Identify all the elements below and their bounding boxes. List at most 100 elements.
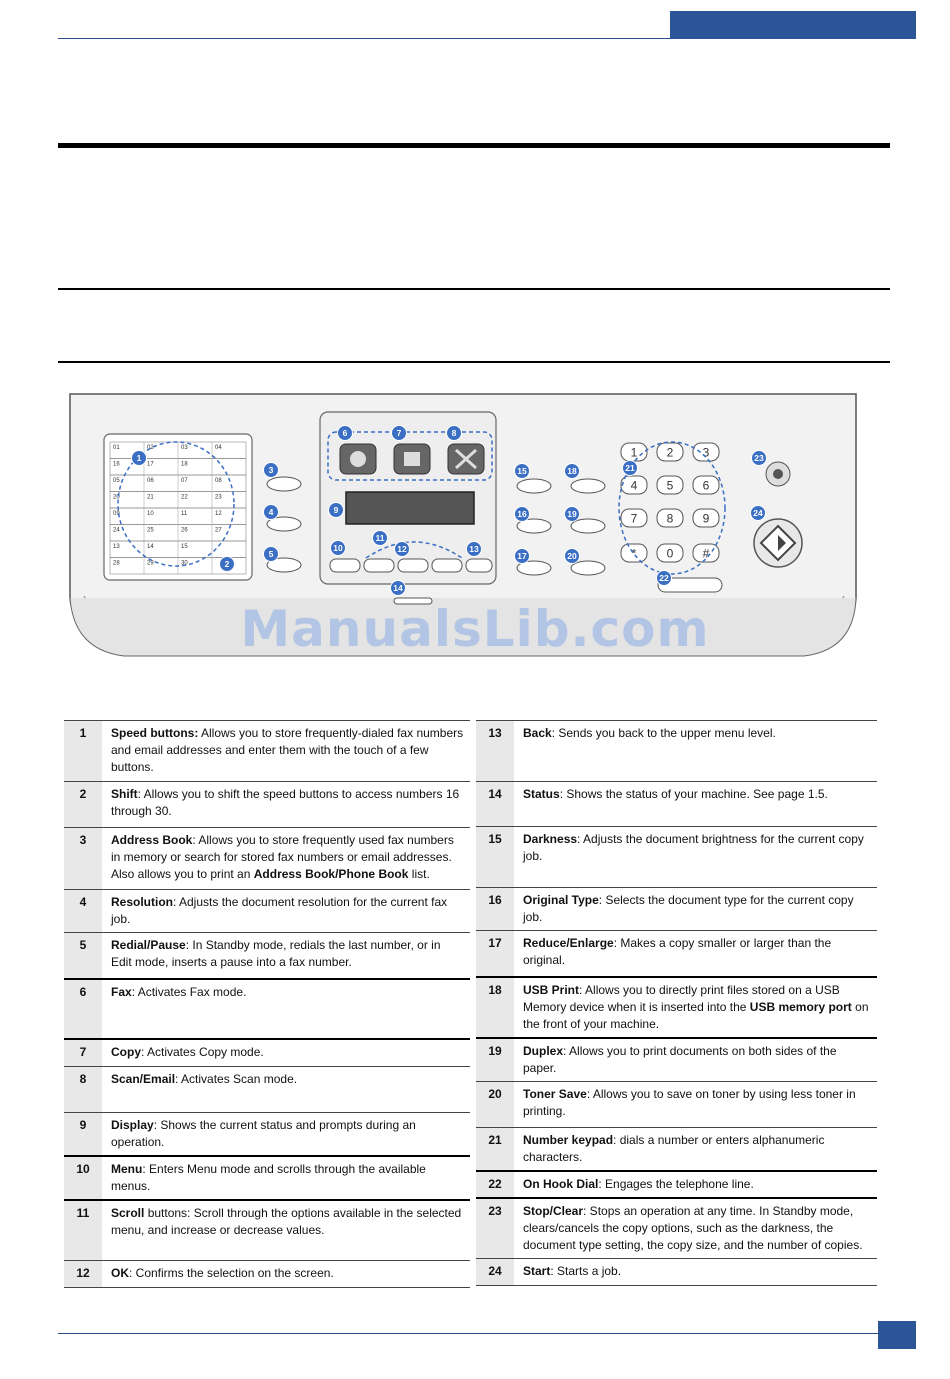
keypad-key-label: 1 <box>631 446 638 460</box>
item-description: Reduce/Enlarge: Makes a copy smaller or … <box>514 931 877 977</box>
callout-marker <box>263 462 279 478</box>
callout-number: 21 <box>625 463 635 473</box>
item-description: Redial/Pause: In Standby mode, redials t… <box>102 933 470 979</box>
speed-button-label: 14 <box>147 544 154 550</box>
speed-button-label: 17 <box>147 462 154 468</box>
item-number: 13 <box>476 720 514 782</box>
item-number: 1 <box>64 720 102 782</box>
callout-marker <box>372 530 388 546</box>
speed-button-label: 25 <box>147 528 154 534</box>
item-number: 17 <box>476 930 514 977</box>
callout-marker <box>622 460 638 476</box>
speed-button-label: 09 <box>113 511 120 517</box>
callout-marker <box>514 548 530 564</box>
callout-marker <box>390 580 406 596</box>
item-number: 21 <box>476 1127 514 1171</box>
item-text: : Activates Copy mode. <box>141 1044 264 1059</box>
scroll-highlight <box>365 541 463 559</box>
keypad-key <box>656 508 684 528</box>
callout-marker <box>219 556 235 572</box>
speed-button-label: 22 <box>181 495 188 501</box>
speed-button-label: 11 <box>181 511 188 517</box>
item-term: On Hook Dial <box>523 1176 599 1191</box>
item-description: Scan/Email: Activates Scan mode. <box>102 1067 470 1113</box>
speed-button-label: 08 <box>215 478 222 484</box>
copy-function-buttons <box>516 478 606 576</box>
item-number: 22 <box>476 1170 514 1198</box>
keypad-key-label: 0 <box>667 547 674 561</box>
item-term: Fax <box>111 984 132 999</box>
callout-number: 6 <box>343 428 348 438</box>
item-term: Original Type <box>523 893 599 907</box>
section-rule-2 <box>58 361 890 363</box>
item-description: Toner Save: Allows you to save on toner … <box>514 1081 877 1127</box>
speed-button-label: 12 <box>215 511 222 517</box>
item-number: 20 <box>476 1081 514 1127</box>
item-number: 8 <box>64 1066 102 1113</box>
item-term: Duplex <box>523 1043 564 1058</box>
callout-marker <box>328 502 344 518</box>
callout-number: 22 <box>659 573 669 583</box>
callout-number: 24 <box>753 508 763 518</box>
item-number: 12 <box>64 1260 102 1287</box>
keypad-key-label: 8 <box>667 512 674 526</box>
item-term: Darkness <box>523 832 578 846</box>
item-term: Toner Save <box>523 1086 587 1101</box>
speed-button-label: 18 <box>181 462 188 468</box>
callout-number: 1 <box>137 453 142 463</box>
callout-marker <box>514 463 530 479</box>
callout-number: 23 <box>754 453 764 463</box>
item-description: Menu: Enters Menu mode and scrolls throu… <box>102 1156 470 1200</box>
callout-number: 11 <box>376 533 385 543</box>
speed-button-label: 13 <box>113 544 120 550</box>
item-text: : Engages the telephone line. <box>598 1176 754 1191</box>
speed-button-label: 29 <box>147 561 154 567</box>
item-number: 24 <box>476 1258 514 1286</box>
keypad-key <box>692 442 720 462</box>
item-term: Scan/Email <box>111 1072 176 1086</box>
lcd-display <box>345 491 475 525</box>
speed-button-label: 04 <box>215 445 222 451</box>
item-description: Copy: Activates Copy mode. <box>102 1039 470 1067</box>
item-number: 16 <box>476 887 514 931</box>
item-description: OK: Confirms the selection on the screen… <box>102 1260 470 1287</box>
description-row: 22 On Hook Dial: Engages the telephone li… <box>476 1170 877 1198</box>
item-text: : Shows the current status and prompts d… <box>111 1118 416 1149</box>
item-text: buttons: Scroll through the options avai… <box>111 1206 462 1237</box>
callout-number: 15 <box>517 466 527 476</box>
item-description: Shift: Allows you to shift the speed but… <box>102 782 470 828</box>
item-description: Darkness: Adjusts the document brightnes… <box>514 827 877 888</box>
item-term: Resolution <box>111 895 173 909</box>
callout-number: 14 <box>393 583 403 593</box>
item-term: Status <box>523 787 560 801</box>
item-text: : Adjusts the document brightness for th… <box>523 832 864 863</box>
item-text: : Enters Menu mode and scrolls through t… <box>111 1162 426 1193</box>
callout-marker <box>466 541 482 557</box>
speed-buttons-highlight <box>117 441 235 567</box>
item-text: : Starts a job. <box>550 1264 622 1278</box>
speed-button-label: 20 <box>113 495 120 501</box>
item-number: 11 <box>64 1200 102 1260</box>
item-term-inline: Address Book/Phone Book <box>253 867 409 881</box>
item-description: Display: Shows the current status and pr… <box>102 1113 470 1157</box>
section-rule-thick <box>58 143 890 148</box>
keypad-highlight <box>618 441 726 575</box>
callout-number: 5 <box>269 549 274 559</box>
back-button <box>465 558 493 573</box>
keypad-key <box>620 543 648 563</box>
item-term: OK <box>111 1265 129 1280</box>
callout-marker <box>446 425 462 441</box>
callout-marker <box>263 504 279 520</box>
item-description: Number keypad: dials a number or enters … <box>514 1127 877 1171</box>
keypad-key-label: 2 <box>667 446 674 460</box>
